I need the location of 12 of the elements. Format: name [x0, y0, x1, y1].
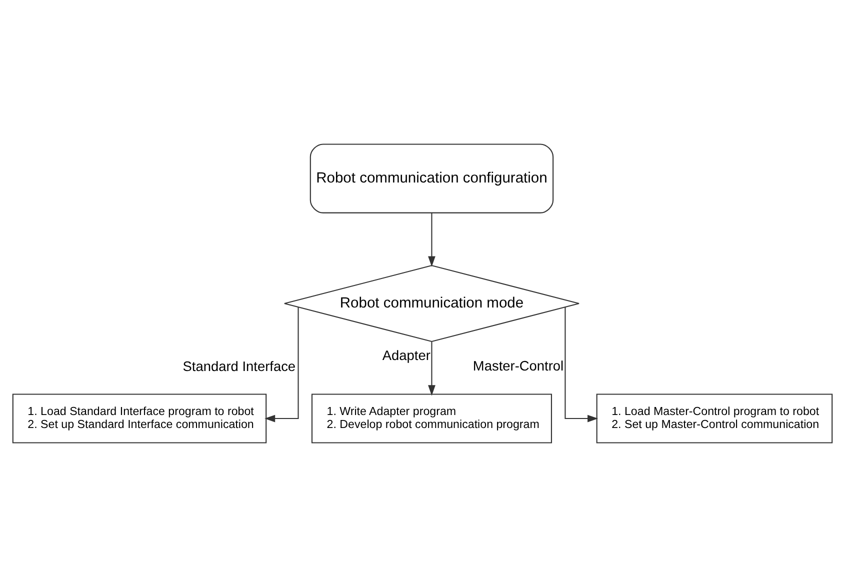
arrow: [428, 341, 436, 396]
arrow: [428, 212, 436, 266]
node-box: 1. Load Master-Control program to robot 2. Set up Master-Control communication: [596, 393, 833, 443]
edge-label: Standard Interface: [182, 358, 296, 374]
arrow: [264, 306, 299, 422]
edge-label: Master-Control: [472, 358, 564, 374]
node-box: 1. Write Adapter program 2. Develop robot communication program: [311, 393, 552, 443]
arrow: [564, 306, 598, 422]
edge-label: Adapter: [382, 347, 430, 362]
node-diamond: Robot communication mode: [284, 264, 580, 342]
node-box: Robot communication configuration: [310, 143, 554, 213]
node-box: 1. Load Standard Interface program to robot 2. Set up Standard Interface communication: [12, 393, 267, 443]
